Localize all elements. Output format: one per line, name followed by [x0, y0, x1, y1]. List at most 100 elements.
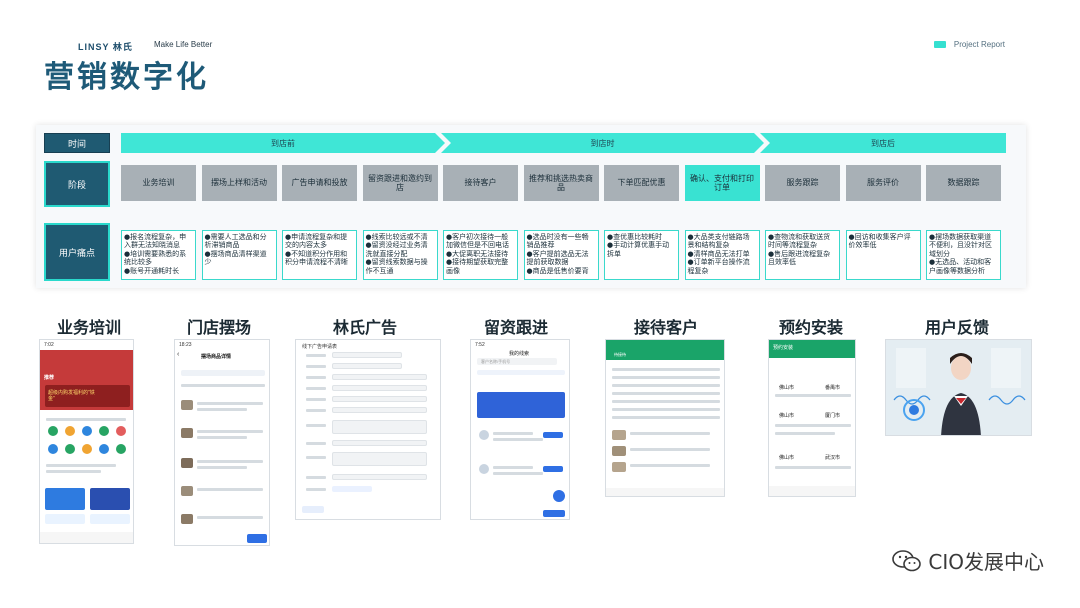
- app-icon[interactable]: [48, 444, 58, 454]
- screenshot-store-display: 18:23 ‹ 摆场商品详情: [174, 339, 270, 546]
- course-card[interactable]: [45, 514, 85, 524]
- banner-card[interactable]: [45, 385, 130, 407]
- pain-point: ●接待期望获取完整画像: [446, 258, 509, 275]
- screenshot-reception: 待接待: [605, 339, 725, 497]
- product-thumb[interactable]: [181, 400, 193, 410]
- pain-point: ●回访和收集客户评价效率低: [848, 233, 911, 250]
- text-line: [46, 464, 116, 467]
- form-title: 线下广告申请表: [302, 344, 338, 350]
- course-card[interactable]: [45, 488, 85, 510]
- pain-point: ●报名流程复杂，申入群无法知晓消息: [124, 233, 187, 250]
- product-thumb[interactable]: [612, 462, 626, 472]
- text-line: [306, 442, 326, 445]
- screenshot-training-app: 7:02 推荐 超级内购发福利的"铁金": [39, 339, 134, 544]
- text-line: [306, 354, 326, 357]
- stage-cell: 数据跟踪: [926, 165, 1001, 201]
- app-icon[interactable]: [99, 426, 109, 436]
- form-input[interactable]: [332, 352, 402, 358]
- text-line: [197, 402, 263, 405]
- pain-cell: ●客户初次接待一般加微信但是不回电话●大促离职无法接待●接待期望获取完整画像: [443, 230, 518, 280]
- avatar: [479, 464, 489, 474]
- app-icon[interactable]: [65, 426, 75, 436]
- form-input[interactable]: [332, 407, 427, 413]
- app-icon[interactable]: [99, 444, 109, 454]
- form-input[interactable]: [332, 385, 427, 391]
- add-lead-icon[interactable]: [553, 490, 565, 502]
- city-destination: 武汉市: [825, 455, 841, 461]
- search-input[interactable]: [477, 358, 557, 365]
- app-icon[interactable]: [82, 444, 92, 454]
- follow-button[interactable]: [543, 466, 563, 472]
- screenshot-ad-form: 线下广告申请表: [295, 339, 441, 520]
- pain-point: ●不知道积分作用和积分申请流程不清晰: [285, 249, 348, 267]
- product-thumb[interactable]: [181, 458, 193, 468]
- header-bar: [769, 340, 855, 358]
- text-line: [775, 394, 851, 397]
- pain-point: ●客户初次接待一般加微信但是不回电话: [446, 233, 509, 250]
- form-input[interactable]: [332, 374, 427, 380]
- product-thumb[interactable]: [181, 486, 193, 496]
- app-icon[interactable]: [116, 426, 126, 436]
- stage-cell: 确认、支付和打印订单: [684, 165, 760, 201]
- tab-recommend[interactable]: 推荐: [44, 375, 55, 381]
- pain-point: ●无选品、活动和客户画像等数据分析: [929, 258, 992, 275]
- form-input[interactable]: [332, 396, 427, 402]
- follow-button[interactable]: [543, 432, 563, 438]
- pain-point: ●商品是低售价要背: [526, 266, 589, 275]
- text-line: [493, 466, 533, 469]
- pain-point: ●摆场数据获取渠道不便利，且没针对区域划分: [929, 233, 992, 258]
- back-icon[interactable]: ‹: [177, 351, 180, 358]
- text-line: [197, 436, 247, 439]
- app-icon[interactable]: [82, 426, 92, 436]
- product-thumb[interactable]: [181, 514, 193, 524]
- city-origin: 佛山市: [779, 413, 795, 419]
- phase-in-store: 到店时: [441, 133, 764, 153]
- submit-button[interactable]: [302, 506, 324, 513]
- report-swatch: [933, 41, 946, 48]
- text-line: [306, 365, 326, 368]
- bottom-tab-bar[interactable]: [40, 532, 133, 543]
- course-card[interactable]: [90, 488, 130, 510]
- text-line: [197, 430, 263, 433]
- lead-summary-card[interactable]: [477, 392, 565, 418]
- product-thumb[interactable]: [612, 430, 626, 440]
- stage-cell: 业务培训: [121, 165, 196, 201]
- nav-title: 我的线索: [509, 351, 530, 357]
- filter-tabs[interactable]: [181, 370, 265, 376]
- text-line: [612, 392, 720, 395]
- app-icon[interactable]: [65, 444, 75, 454]
- pain-point: ●留资线索数据与操作不互通: [365, 258, 428, 275]
- course-card[interactable]: [90, 514, 130, 524]
- text-line: [197, 466, 247, 469]
- form-textarea[interactable]: [332, 420, 427, 434]
- section-title-training: 业务培训: [56, 318, 121, 337]
- app-icon[interactable]: [48, 426, 58, 436]
- form-textarea[interactable]: [332, 452, 427, 466]
- confirm-button[interactable]: [247, 534, 267, 543]
- form-input[interactable]: [332, 363, 402, 369]
- stage-cell: 下单匹配优惠: [604, 165, 679, 201]
- text-line: [197, 488, 263, 491]
- header-bar: [606, 340, 724, 360]
- customer-service-photo: [885, 339, 1032, 436]
- app-icon[interactable]: [116, 444, 126, 454]
- pain-point: ●线索比较远或不清: [365, 233, 428, 241]
- stage-cell: 接待客户: [443, 165, 518, 201]
- text-line: [197, 460, 263, 463]
- bottom-tab-bar[interactable]: [769, 486, 855, 496]
- product-thumb[interactable]: [612, 446, 626, 456]
- batch-button[interactable]: [543, 510, 565, 517]
- bottom-tab-bar[interactable]: [606, 488, 724, 496]
- form-input[interactable]: [332, 440, 427, 446]
- status-tabs[interactable]: [477, 370, 565, 375]
- tab-pending[interactable]: 待接待: [614, 352, 626, 357]
- text-line: [775, 432, 835, 435]
- text-line: [630, 464, 710, 467]
- text-line: [612, 400, 720, 403]
- report-label: Project Report: [953, 40, 1005, 49]
- form-input[interactable]: [332, 474, 427, 480]
- product-thumb[interactable]: [181, 428, 193, 438]
- pain-point: ●摆场商品清样渠道少: [204, 249, 267, 267]
- form-link[interactable]: [332, 486, 372, 492]
- text-line: [306, 398, 326, 401]
